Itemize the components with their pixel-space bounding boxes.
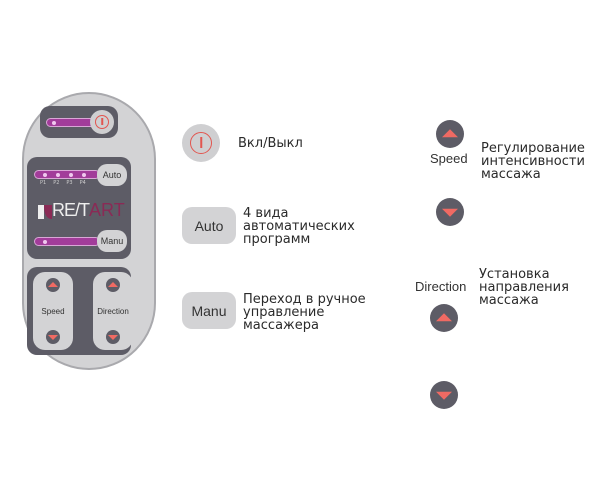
- text-line: массажа: [481, 167, 541, 182]
- legend-speed-label: Speed: [430, 151, 468, 166]
- manual-indicator-bar: [34, 237, 100, 246]
- remote-speed-up-button[interactable]: [46, 278, 60, 292]
- text-line: Регулирование: [481, 141, 585, 156]
- legend-power-text: Вкл/Выкл: [238, 136, 303, 151]
- program-label: P3: [66, 180, 73, 186]
- remote-speed-label: Speed: [41, 306, 65, 316]
- text-line: автоматических: [243, 219, 355, 234]
- remote-direction-up-button[interactable]: [106, 278, 120, 292]
- power-icon: [190, 132, 212, 154]
- text-line: 4 вида: [243, 206, 289, 221]
- text-line: массажера: [243, 318, 319, 333]
- legend-manu-button: Manu: [182, 292, 236, 329]
- legend-direction-down-icon: [430, 381, 458, 409]
- program-label: P1: [40, 180, 47, 186]
- remote-speed-group: Speed: [33, 272, 73, 350]
- program-label: P2: [53, 180, 60, 186]
- remote-power-button[interactable]: [90, 110, 114, 134]
- program-labels: P1 P2 P3 P4: [40, 180, 86, 186]
- legend-speed-up-icon: [436, 120, 464, 148]
- remote-auto-button[interactable]: Auto: [97, 164, 127, 186]
- text-line: Переход в ручное: [243, 292, 366, 307]
- logo-mark-icon: [38, 204, 52, 219]
- power-icon: [95, 115, 109, 129]
- remote-manu-button[interactable]: Manu: [97, 230, 127, 252]
- text-line: направления: [479, 280, 569, 295]
- remote-direction-down-button[interactable]: [106, 330, 120, 344]
- remote-direction-label: Direction: [97, 306, 129, 316]
- legend-power-button: [182, 124, 220, 162]
- program-label: P4: [79, 180, 86, 186]
- legend-direction-label: Direction: [415, 279, 467, 294]
- legend-direction-up-icon: [430, 304, 458, 332]
- legend-speed-down-icon: [436, 198, 464, 226]
- remote-direction-group: Direction: [93, 272, 133, 350]
- legend-auto-button: Auto: [182, 207, 236, 244]
- text-line: программ: [243, 232, 311, 247]
- program-indicator-bar: [34, 170, 100, 179]
- text-line: массажа: [479, 293, 539, 308]
- text-line: Установка: [479, 267, 550, 282]
- power-indicator-bar: [46, 118, 96, 127]
- text-line: интенсивности: [481, 154, 585, 169]
- remote-speed-down-button[interactable]: [46, 330, 60, 344]
- text-line: управление: [243, 305, 325, 320]
